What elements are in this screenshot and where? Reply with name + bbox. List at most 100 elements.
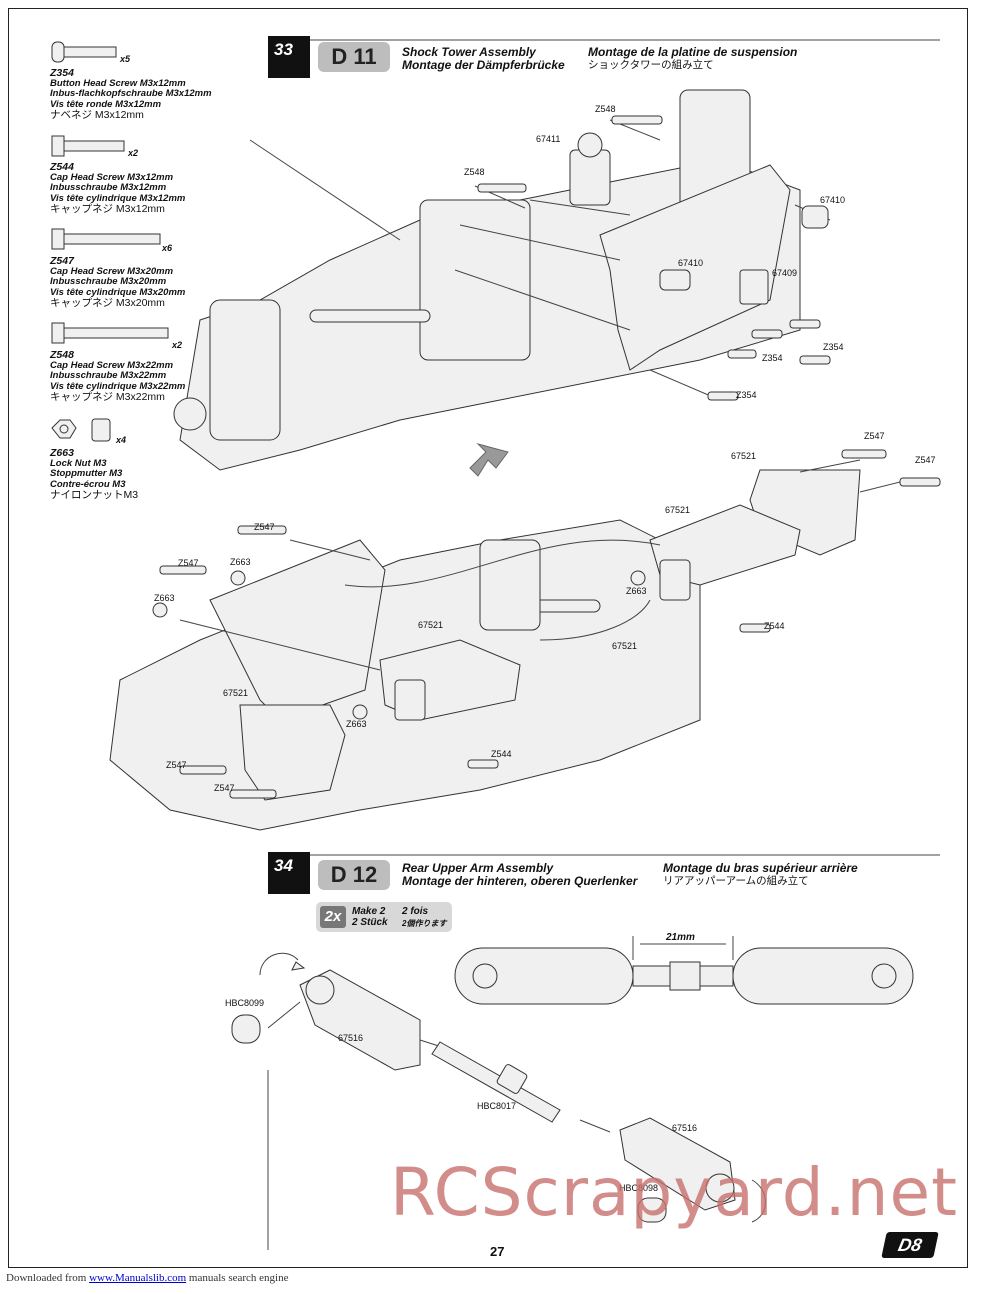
label-67521c: 67521	[731, 451, 757, 461]
step-title-fr: Montage de la platine de suspension	[588, 45, 798, 59]
label-67521c: 67521	[418, 620, 444, 630]
step-number: 34	[274, 856, 293, 875]
label-z548: Z548	[464, 167, 485, 177]
step-title-en-de: Rear Upper Arm Assembly Montage der hint…	[402, 862, 637, 888]
step-title-en-de: Shock Tower Assembly Montage der Dämpfer…	[402, 46, 565, 72]
label-z663: Z663	[230, 557, 251, 567]
part-z548: Z548 Cap Head Screw M3x22mm Inbusschraub…	[50, 350, 185, 403]
make-fr: 2 fois	[402, 906, 429, 917]
upper-arm-drawing	[231, 936, 914, 1250]
label-67410: 67410	[820, 195, 846, 205]
part-code: Z547	[50, 255, 74, 267]
dimension-label: 21mm	[666, 932, 695, 943]
label-z547: Z547	[214, 783, 235, 793]
footer-link[interactable]: www.Manualslib.com	[89, 1272, 187, 1284]
part-name-fr: Vis tête ronde M3x12mm	[50, 98, 162, 110]
part-name-de: Inbusschraube M3x20mm	[50, 276, 167, 287]
screw-icon-z544	[51, 135, 125, 157]
part-code: Z544	[50, 161, 74, 173]
label-z544: Z544	[764, 621, 785, 631]
page-frame	[8, 8, 968, 1268]
label-67516: 67516	[672, 1123, 698, 1133]
label-hbc8098: HBC8098	[619, 1183, 659, 1193]
part-name-de: Stoppmutter M3	[50, 468, 123, 479]
make-jp: 2個作ります	[402, 919, 447, 928]
brand-logo: D8	[881, 1232, 939, 1258]
label-67521b: 67521	[612, 641, 638, 651]
screw-arrows-upper	[454, 115, 831, 401]
part-name-jp: キャップネジ M3x12mm	[50, 203, 165, 215]
step-code-box: D 12	[318, 860, 390, 890]
make-quantity-box: 2x Make 2 2 Stück 2 fois 2個作ります	[316, 902, 452, 932]
part-qty: x5	[120, 54, 131, 64]
footer: Downloaded from www.Manualslib.com manua…	[6, 1272, 288, 1284]
label-hbc8017: HBC8017	[477, 1101, 517, 1111]
part-name-de: Inbusschraube M3x12mm	[50, 182, 167, 193]
step-title-fr-jp: Montage de la platine de suspension ショック…	[588, 46, 797, 72]
screw-icon-z547	[51, 228, 161, 250]
make-badge: 2x	[320, 906, 346, 928]
part-qty: x4	[116, 435, 127, 445]
step-title-fr-jp: Montage du bras supérieur arrière リアアッパー…	[663, 862, 858, 888]
label-67411: 67411	[536, 134, 561, 144]
label-z547: Z547	[915, 455, 936, 465]
label-67521a: 67521	[665, 505, 691, 515]
label-67410: 67410	[678, 258, 704, 268]
part-qty: x6	[162, 243, 173, 253]
part-name-de: Inbus-flachkopfschraube M3x12mm	[50, 88, 212, 99]
step-number-badge: 33	[268, 36, 310, 78]
step-title-en: Rear Upper Arm Assembly	[402, 861, 554, 875]
label-hbc8099: HBC8099	[225, 998, 265, 1008]
direction-arrow	[469, 443, 509, 477]
part-name-en: Cap Head Screw M3x12mm	[50, 171, 174, 183]
step-title-jp: リアアッパーアームの組み立て	[663, 875, 809, 887]
label-z354: Z354	[823, 342, 844, 352]
part-name-en: Cap Head Screw M3x20mm	[50, 265, 174, 277]
label-67516: 67516	[338, 1033, 364, 1043]
label-67521a: 67521	[223, 688, 249, 698]
step-number-badge: 34	[268, 852, 310, 894]
step-title-fr: Montage du bras supérieur arrière	[663, 861, 858, 875]
part-code: Z354	[50, 67, 74, 79]
label-z547: Z547	[864, 431, 885, 441]
label-z354: Z354	[762, 353, 783, 363]
page-number: 27	[490, 1244, 505, 1259]
part-name-fr: Contre-écrou M3	[50, 478, 126, 490]
part-name-jp: ナベネジ M3x12mm	[50, 109, 144, 121]
label-z663: Z663	[626, 586, 647, 596]
label-z548: Z548	[595, 104, 616, 114]
chassis-drawing-upper	[173, 89, 801, 471]
part-code: Z663	[50, 447, 74, 459]
part-name-jp: キャップネジ M3x20mm	[50, 297, 165, 309]
part-z544: Z544 Cap Head Screw M3x12mm Inbusschraub…	[50, 162, 185, 215]
part-code: Z548	[50, 349, 74, 361]
step-code-box: D 11	[318, 42, 390, 72]
label-67409: 67409	[772, 268, 798, 278]
part-z354: Z354 Button Head Screw M3x12mm Inbus-fla…	[50, 68, 212, 121]
part-z663: Z663 Lock Nut M3 Stoppmutter M3 Contre-é…	[50, 448, 138, 501]
step-number: 33	[274, 40, 293, 59]
screw-icon-z354	[51, 41, 117, 63]
part-qty: x2	[172, 340, 183, 350]
label-z663: Z663	[154, 593, 175, 603]
label-z547: Z547	[254, 522, 275, 532]
make-en: Make 2	[352, 906, 386, 917]
part-name-en: Lock Nut M3	[50, 457, 107, 469]
nut-icon-z663	[51, 418, 111, 442]
screw-arrows-lower	[152, 449, 941, 799]
part-name-de: Inbusschraube M3x22mm	[50, 370, 167, 381]
label-z544: Z544	[491, 749, 512, 759]
label-z547: Z547	[166, 760, 187, 770]
part-name-jp: ナイロンナットM3	[50, 489, 139, 501]
chassis-drawing-lower	[109, 469, 861, 831]
make-de: 2 Stück	[352, 917, 388, 928]
step-title-en: Shock Tower Assembly	[402, 45, 536, 59]
footer-prefix: Downloaded from	[6, 1272, 87, 1284]
step-title-de: Montage der Dämpferbrücke	[402, 58, 565, 72]
part-name-fr: Vis tête cylindrique M3x22mm	[50, 380, 186, 392]
part-name-en: Cap Head Screw M3x22mm	[50, 359, 174, 371]
part-name-jp: キャップネジ M3x22mm	[50, 391, 165, 403]
label-z547: Z547	[178, 558, 199, 568]
part-qty: x2	[128, 148, 139, 158]
